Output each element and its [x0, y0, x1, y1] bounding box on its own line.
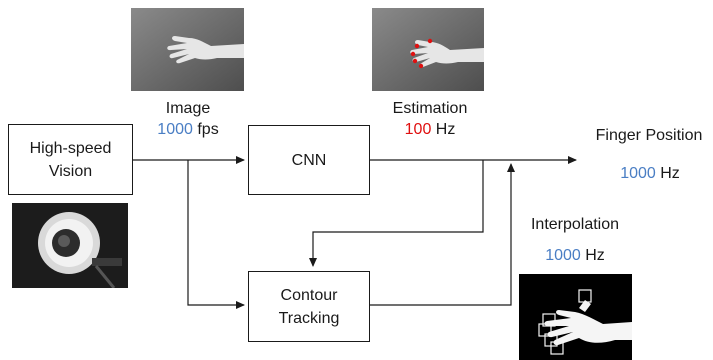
- estimation-rate-value: 100: [404, 121, 432, 138]
- image-rate: 1000 fps: [150, 121, 226, 139]
- estimation-title: Estimation: [392, 100, 468, 117]
- high-speed-vision-block: High-speed Vision: [8, 124, 133, 195]
- input-image-thumbnail: [131, 8, 244, 91]
- cnn-label: CNN: [291, 151, 327, 169]
- finger-position-rate: 1000 Hz: [612, 165, 688, 183]
- camera-photo: [12, 203, 128, 288]
- tracking-to-output-arrow: [370, 163, 515, 306]
- interpolation-image: [519, 274, 632, 360]
- tracking-label-line2: Tracking: [278, 309, 340, 327]
- estimation-rate: 100 Hz: [392, 121, 468, 139]
- interp-rate-value: 1000: [545, 247, 581, 264]
- finger-position-title: Finger Position: [595, 127, 703, 144]
- vision-label-line1: High-speed: [29, 139, 112, 157]
- estimation-image-thumbnail: [372, 8, 484, 91]
- image-rate-value: 1000: [157, 121, 193, 138]
- contour-tracking-block: Contour Tracking: [248, 271, 370, 342]
- interp-rate-unit: Hz: [585, 247, 605, 264]
- estimation-to-tracking-arrow: [309, 160, 484, 267]
- image-rate-unit: fps: [197, 121, 219, 138]
- output-rate-unit: Hz: [660, 165, 680, 182]
- cnn-block: CNN: [248, 125, 370, 195]
- output-rate-value: 1000: [620, 165, 656, 182]
- interpolation-title: Interpolation: [530, 216, 620, 233]
- image-title: Image: [165, 100, 211, 117]
- vision-label-line2: Vision: [48, 162, 93, 180]
- interpolation-rate: 1000 Hz: [535, 247, 615, 265]
- tracking-label-line1: Contour: [280, 286, 338, 304]
- estimation-rate-unit: Hz: [435, 121, 456, 138]
- vision-to-tracking-arrow: [187, 160, 245, 309]
